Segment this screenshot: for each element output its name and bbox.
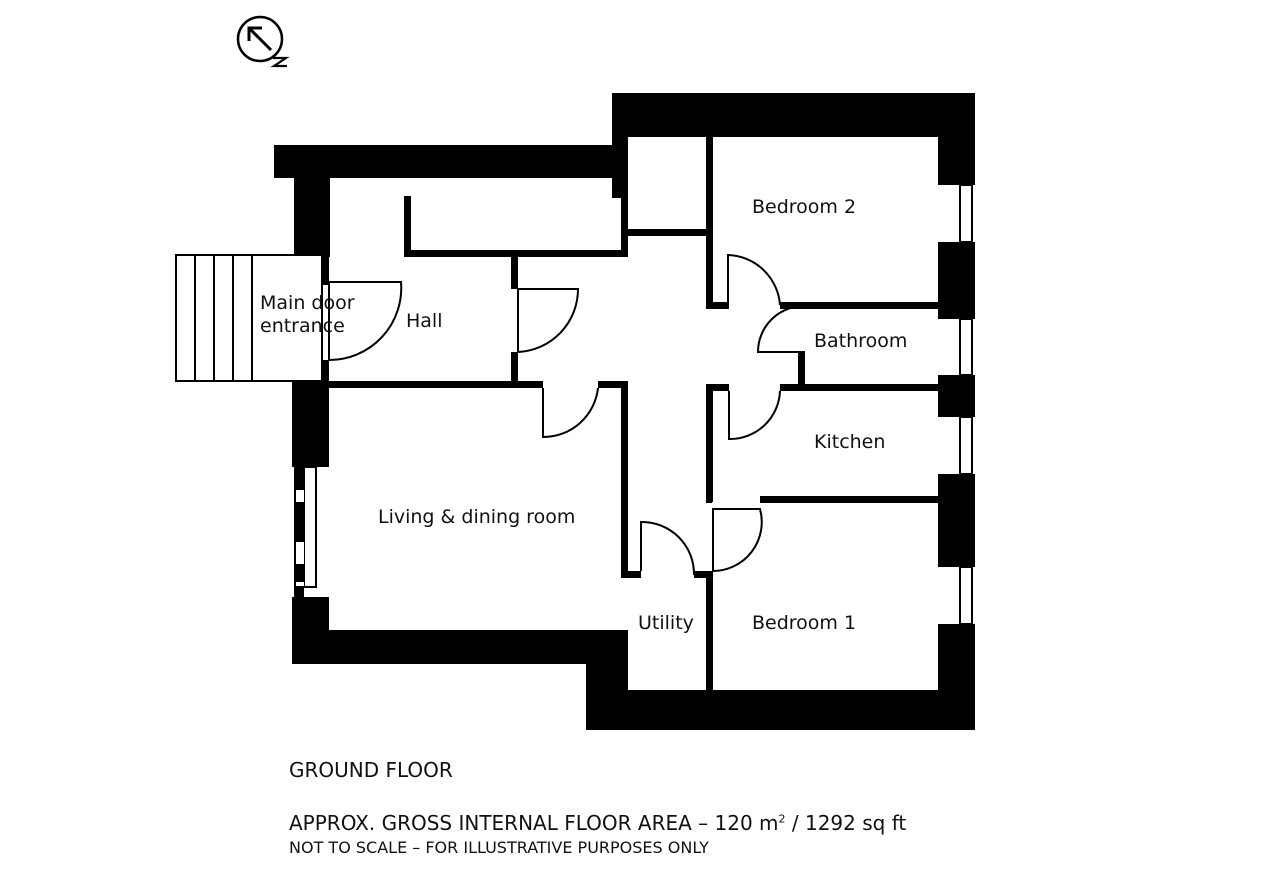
right-windows bbox=[959, 184, 973, 625]
utility-label: Utility bbox=[638, 612, 694, 634]
bedroom-1-label: Bedroom 1 bbox=[752, 612, 856, 634]
floor-name: GROUND FLOOR bbox=[289, 758, 453, 782]
bathroom-label: Bathroom bbox=[814, 330, 907, 352]
bathroom-door bbox=[756, 304, 806, 353]
main-door-label: Main door entrance bbox=[260, 292, 361, 337]
floor-area: APPROX. GROSS INTERNAL FLOOR AREA – 120 … bbox=[289, 811, 906, 835]
bedroom-1-door bbox=[712, 508, 763, 572]
floor-area-tail: / 1292 sq ft bbox=[785, 811, 907, 835]
main-entrance-door bbox=[328, 281, 403, 362]
hall-door bbox=[517, 288, 580, 353]
floor-area-main: APPROX. GROSS INTERNAL FLOOR AREA – 120 … bbox=[289, 811, 779, 835]
living-room-door bbox=[542, 387, 599, 439]
scale-disclaimer: NOT TO SCALE – FOR ILLUSTRATIVE PURPOSES… bbox=[289, 838, 709, 857]
kitchen-label: Kitchen bbox=[814, 431, 885, 453]
living-dining-label: Living & dining room bbox=[378, 506, 575, 528]
bedroom-2-door bbox=[727, 253, 781, 309]
north-letter-icon bbox=[270, 56, 290, 68]
exterior-walls bbox=[274, 93, 975, 730]
bedroom-2-label: Bedroom 2 bbox=[752, 196, 856, 218]
north-arrow-icon bbox=[236, 15, 290, 68]
utility-door bbox=[640, 520, 696, 576]
hall-label: Hall bbox=[406, 310, 443, 332]
floor-area-unit-sup: 2 bbox=[778, 812, 786, 826]
interior-walls bbox=[322, 137, 938, 691]
living-room-window bbox=[294, 466, 317, 597]
doors bbox=[328, 253, 806, 576]
entrance-steps bbox=[175, 254, 323, 382]
kitchen-door bbox=[728, 390, 781, 441]
